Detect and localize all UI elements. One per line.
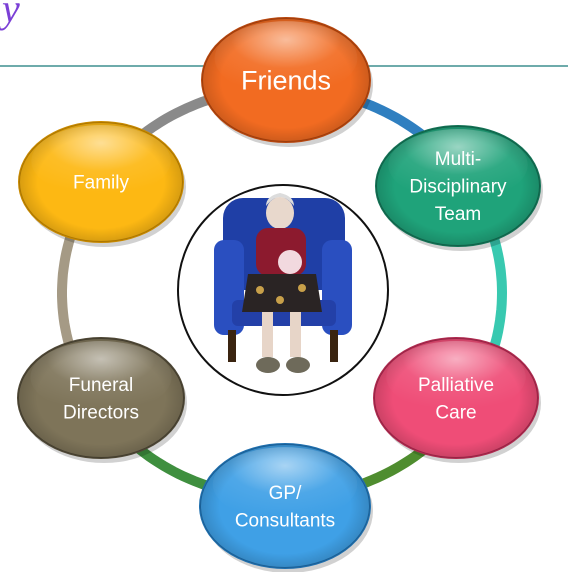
node-label-gp-consultants-line-2: Consultants bbox=[235, 510, 335, 531]
node-gloss bbox=[386, 341, 526, 413]
header-partial-glyph: y bbox=[0, 0, 20, 31]
center-portrait bbox=[177, 184, 389, 396]
node-family: Family bbox=[18, 121, 186, 247]
node-label-funeral-directors-line-1: Funeral bbox=[69, 375, 133, 396]
node-gloss bbox=[30, 341, 172, 413]
node-gloss bbox=[31, 125, 171, 197]
node-label-palliative-care-line-2: Care bbox=[435, 402, 476, 423]
node-label-family-line-1: Family bbox=[73, 173, 129, 194]
node-label-multidisciplinary-team-line-1: Multi- bbox=[435, 149, 481, 170]
node-label-palliative-care-line-1: Palliative bbox=[418, 375, 494, 396]
node-label-gp-consultants-line-1: GP/ bbox=[269, 483, 302, 504]
node-friends: Friends bbox=[201, 17, 373, 147]
node-gloss bbox=[388, 129, 528, 201]
node-label-friends-line-1: Friends bbox=[241, 66, 331, 96]
node-label-multidisciplinary-team-line-2: Disciplinary bbox=[409, 177, 507, 198]
node-label-multidisciplinary-team-line-3: Team bbox=[435, 204, 481, 225]
node-gloss bbox=[214, 21, 358, 96]
elderly-woman-in-armchair-photo bbox=[214, 193, 352, 373]
node-gloss bbox=[212, 447, 358, 522]
node-label-funeral-directors-line-2: Directors bbox=[63, 402, 139, 423]
node-gp-consultants: GP/Consultants bbox=[199, 443, 373, 572]
